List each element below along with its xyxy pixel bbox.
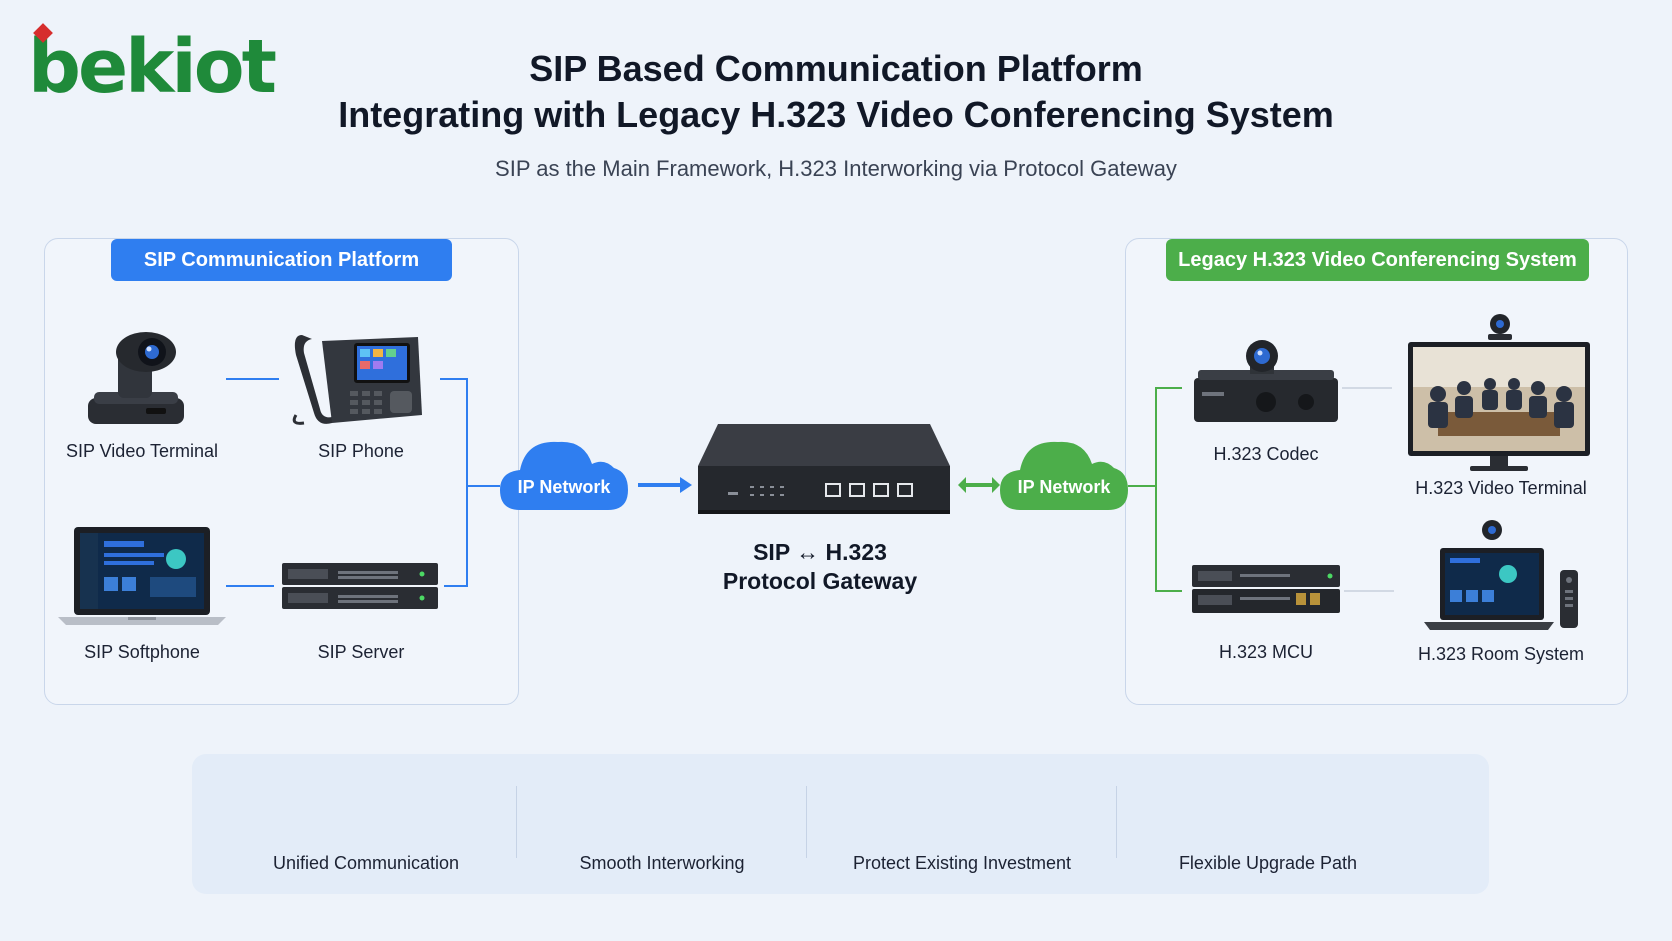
label-sip-server: SIP Server [317,642,405,662]
gateway-device-icon [698,424,950,514]
sip-panel-title: SIP Communication Platform [111,239,452,281]
gateway-label: SIP ↔ H.323 Protocol Gateway [690,538,950,596]
divider [1116,786,1117,858]
label-sip-phone: SIP Phone [318,441,404,461]
laptop-icon [58,527,226,625]
arrow-to-gateway [638,477,692,493]
label-h323-mcu: H.323 MCU [1218,642,1314,662]
page-subtitle: SIP as the Main Framework, H.323 Interwo… [495,156,1177,181]
h323-dotted-links [1342,387,1394,592]
feature-protect-investment: Protect Existing Investment [852,853,1072,873]
brand-logo: bekiot [28,23,277,104]
sip-connectors [226,378,500,587]
label-ip-network-left: IP Network [517,477,611,497]
h323-connectors [1128,387,1182,592]
sip-platform-panel [44,238,519,705]
rack-server-icon [282,563,438,609]
ptz-camera-icon [88,332,184,424]
divider [516,786,517,858]
label-h323-codec: H.323 Codec [1213,444,1319,464]
feature-unified-communication: Unified Communication [272,853,460,873]
ip-network-cloud-left [500,441,628,510]
bidirectional-arrow [958,477,1000,493]
label-h323-video-terminal: H.323 Video Terminal [1415,478,1587,498]
label-ip-network-right: IP Network [1017,477,1111,497]
ip-phone-icon [292,335,422,425]
gateway-label-line2: Protocol Gateway [722,568,918,594]
feature-smooth-interworking: Smooth Interworking [579,853,745,873]
mcu-icon [1192,565,1340,613]
codec-icon [1194,340,1338,422]
label-h323-room-system: H.323 Room System [1417,644,1585,664]
gateway-label-line1: SIP ↔ H.323 [753,539,887,565]
divider [806,786,807,858]
room-system-icon [1424,520,1578,630]
page-title-line1: SIP Based Communication Platform [529,48,1143,89]
label-sip-video-terminal: SIP Video Terminal [65,441,219,461]
ip-network-cloud-right [1000,441,1128,510]
h323-panel-title: Legacy H.323 Video Conferencing System [1166,239,1589,281]
benefits-bar [192,754,1489,894]
connector-bracket-right [1155,387,1182,592]
feature-flexible-upgrade: Flexible Upgrade Path [1178,853,1358,873]
label-sip-softphone: SIP Softphone [84,642,200,662]
logo-text: bekiot [28,24,277,110]
page-title-line2: Integrating with Legacy H.323 Video Conf… [338,94,1334,135]
display-terminal-icon [1408,314,1590,471]
connector-bracket [440,378,468,587]
